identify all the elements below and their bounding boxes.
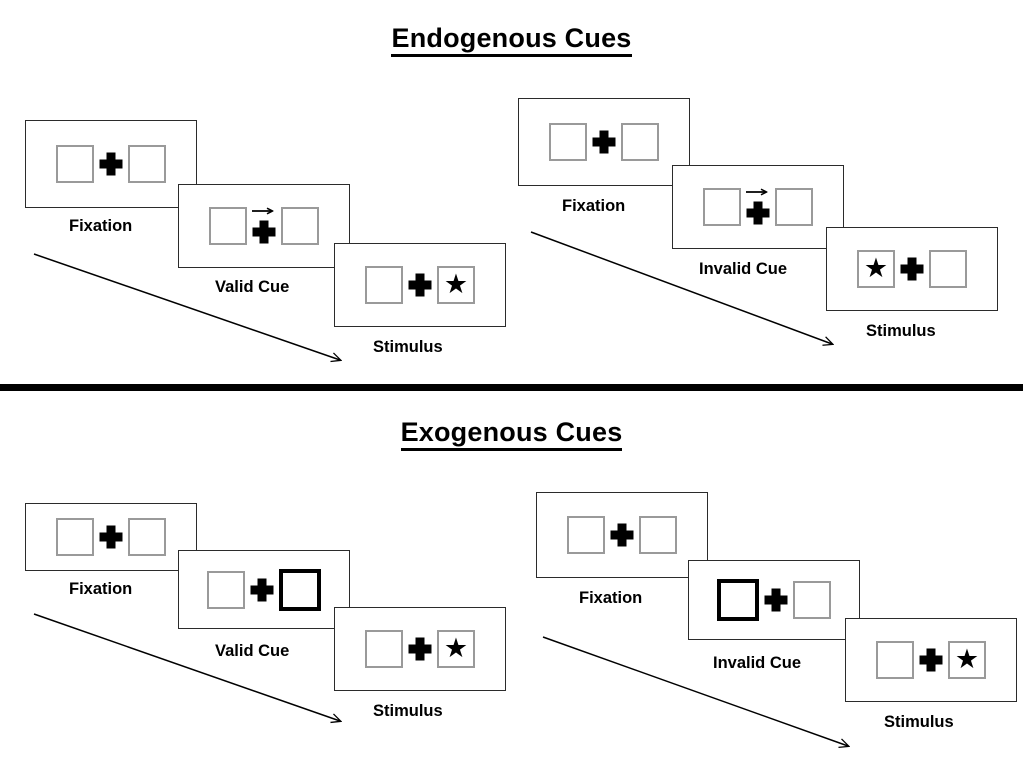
right-box: ★: [437, 266, 475, 304]
label-endogenous-valid-stimulus: Stimulus: [373, 338, 443, 356]
frame-exogenous-valid-fixation[interactable]: [25, 503, 197, 571]
right-box: [639, 516, 677, 554]
fixation-cross-icon: [759, 580, 793, 620]
left-box: [56, 145, 94, 183]
frame-exogenous-valid-cue[interactable]: [178, 550, 350, 629]
left-box: [703, 188, 741, 226]
frame-endogenous-invalid-cue[interactable]: [672, 165, 844, 249]
left-box: ★: [857, 250, 895, 288]
star-icon: ★: [443, 268, 469, 299]
frame-content: [537, 515, 707, 555]
left-box: [365, 630, 403, 668]
star-icon: ★: [443, 632, 469, 663]
left-box: [207, 570, 245, 609]
frame-exogenous-invalid-stimulus[interactable]: ★: [845, 618, 1017, 702]
label-exogenous-invalid-fixation: Fixation: [579, 589, 643, 607]
fixation-cross-icon: [247, 206, 281, 246]
arrow-right-cue-icon: [252, 205, 278, 217]
label-endogenous-valid-cue: Valid Cue: [215, 278, 290, 296]
label-endogenous-invalid-fixation: Fixation: [562, 197, 626, 215]
right-box: [621, 123, 659, 161]
right-box-cued: [279, 568, 321, 611]
left-box: [549, 123, 587, 161]
fixation-cross-icon: [403, 265, 437, 305]
fixation-cross-icon: [741, 187, 775, 227]
frame-endogenous-valid-stimulus[interactable]: ★: [334, 243, 506, 327]
frame-content: [179, 568, 349, 611]
frame-content: [26, 144, 196, 184]
section-title-endogenous-text: Endogenous Cues: [391, 23, 632, 57]
frame-content: [673, 187, 843, 227]
label-exogenous-invalid-cue: Invalid Cue: [713, 654, 802, 672]
frame-exogenous-invalid-cue[interactable]: [688, 560, 860, 640]
right-box: [128, 518, 166, 556]
fixation-cross-icon: [605, 515, 639, 555]
left-box: [209, 207, 247, 245]
frame-content: ★: [827, 249, 997, 289]
fixation-cross-icon: [94, 517, 128, 557]
frame-endogenous-invalid-fixation[interactable]: [518, 98, 690, 186]
frame-content: ★: [846, 640, 1016, 680]
fixation-cross-icon: [94, 144, 128, 184]
frame-content: [26, 517, 196, 557]
frame-exogenous-invalid-fixation[interactable]: [536, 492, 708, 578]
label-endogenous-valid-fixation: Fixation: [69, 217, 133, 235]
left-box-cued: [717, 579, 759, 621]
arrow-right-cue-icon: [746, 186, 772, 198]
right-box: ★: [948, 641, 986, 679]
frame-content: [179, 206, 349, 246]
star-icon: ★: [863, 252, 889, 283]
frame-content: ★: [335, 629, 505, 669]
right-box: [775, 188, 813, 226]
section-title-exogenous: Exogenous Cues: [0, 417, 1023, 451]
frame-endogenous-invalid-stimulus[interactable]: ★: [826, 227, 998, 311]
left-box: [365, 266, 403, 304]
right-box: ★: [437, 630, 475, 668]
label-exogenous-valid-fixation: Fixation: [69, 580, 133, 598]
fixation-cross-icon: [914, 640, 948, 680]
section-title-exogenous-text: Exogenous Cues: [400, 417, 623, 451]
frame-content: [689, 579, 859, 621]
section-title-endogenous: Endogenous Cues: [0, 23, 1023, 57]
frame-content: ★: [335, 265, 505, 305]
label-endogenous-invalid-stimulus: Stimulus: [866, 322, 936, 340]
fixation-cross-icon: [245, 570, 279, 610]
frame-endogenous-valid-fixation[interactable]: [25, 120, 197, 208]
frame-endogenous-valid-cue[interactable]: [178, 184, 350, 268]
label-endogenous-invalid-cue: Invalid Cue: [699, 260, 788, 278]
label-exogenous-invalid-stimulus: Stimulus: [884, 713, 954, 731]
right-box: [128, 145, 166, 183]
fixation-cross-icon: [587, 122, 621, 162]
section-divider: [0, 384, 1023, 391]
star-icon: ★: [954, 643, 980, 674]
left-box: [56, 518, 94, 556]
label-exogenous-valid-stimulus: Stimulus: [373, 702, 443, 720]
right-box: [793, 581, 831, 619]
frame-content: [519, 122, 689, 162]
frame-exogenous-valid-stimulus[interactable]: ★: [334, 607, 506, 691]
right-box: [281, 207, 319, 245]
left-box: [567, 516, 605, 554]
left-box: [876, 641, 914, 679]
fixation-cross-icon: [403, 629, 437, 669]
label-exogenous-valid-cue: Valid Cue: [215, 642, 290, 660]
fixation-cross-icon: [895, 249, 929, 289]
right-box: [929, 250, 967, 288]
